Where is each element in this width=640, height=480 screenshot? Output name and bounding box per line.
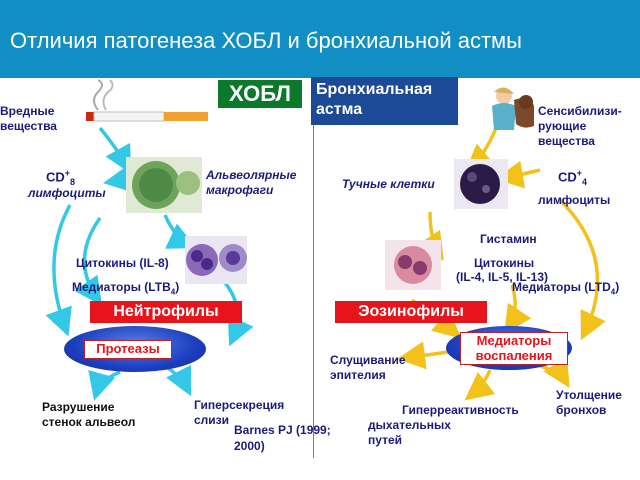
sensitizers-line3: вещества (538, 134, 595, 148)
citation-line2: 2000) (234, 439, 265, 453)
asthma-header-line2: астма (316, 101, 363, 118)
arrow-proteases-to-mucus (166, 364, 192, 397)
eosinophil-photo (385, 240, 441, 290)
arrow-left-to-neutrophils (74, 216, 103, 306)
arrow-cytokines-to-mediators (504, 284, 532, 334)
macrophages-line1: Альвеолярные (206, 168, 297, 182)
mast-cell-photo (454, 159, 508, 209)
asthma-mediators-close: ) (615, 280, 620, 294)
inflammation-line2: воспаления (475, 348, 553, 363)
inflammation-line1: Медиаторы (476, 333, 552, 348)
cd8-sub: 8 (70, 176, 76, 187)
cd8-sup: + (64, 168, 71, 178)
sensitizers-line1: Сенсибилизи- (538, 104, 622, 118)
hyper-line1: Гиперреактивность (402, 403, 519, 417)
cd8-text: CD (46, 169, 65, 185)
asthma-lymphocytes-label: лимфоциты (538, 193, 611, 207)
arrow-cd8-to-proteases (45, 204, 72, 337)
macrophages-label: Альвеолярные макрофаги (206, 168, 296, 198)
cd4-label: CD+4 (558, 166, 587, 190)
arrow-mediators-to-shedding (397, 341, 449, 370)
shedding-line1: Слущивание (330, 353, 406, 367)
copd-cytokines-label: Цитокины (IL-8) (76, 256, 169, 270)
macrophage-photo (126, 157, 202, 213)
shedding-line2: эпителия (330, 368, 386, 382)
slide-title: Отличия патогенеза ХОБЛ и бронхиальной а… (10, 28, 522, 53)
asthma-mediators-text: Медиаторы (LTD (512, 280, 611, 294)
copd-lymphocytes-label: лимфоциты (28, 186, 106, 200)
proteases-label: Протеазы (84, 340, 172, 359)
harmful-line1: Вредные (0, 104, 55, 118)
epithelial-shedding-label: Слущивание эпителия (330, 353, 406, 383)
macrophages-line2: макрофаги (206, 183, 274, 197)
neutrophils-bar: Нейтрофилы (90, 301, 242, 323)
mast-cells-label: Тучные клетки (342, 177, 435, 191)
alveolar-destruction-label: Разрушение стенок альвеол (42, 400, 135, 430)
mucus-line1: Гиперсекреция (194, 398, 285, 412)
cd4-text: CD (558, 169, 577, 185)
cd8-label: CD+8 (46, 166, 75, 190)
arrow-macrophage-to-cd8 (103, 164, 134, 193)
girl-with-dog-icon (492, 87, 534, 130)
asthma-mediators-label: Медиаторы (LTD4) (512, 280, 619, 299)
inflammation-mediators-label: Медиаторы воспаления (460, 332, 568, 365)
arrow-mediators-to-thickening (539, 356, 570, 389)
citation: Barnes PJ (1999; 2000) (234, 422, 331, 454)
hyperreactivity-label: Гиперреактивность дыхательных путей (368, 403, 519, 448)
neutrophil-photo (185, 236, 247, 284)
mucus-line2: слизи (194, 413, 230, 427)
harmful-line2: вещества (0, 119, 57, 133)
arrow-cd4-to-mediators (558, 198, 606, 341)
eosinophils-bar: Эозинофилы (335, 301, 487, 323)
sensitizers-label: Сенсибилизи- рующие вещества (538, 104, 622, 149)
harmful-substances-label: Вредные вещества (0, 104, 57, 134)
arrow-proteases-to-alveoli (88, 369, 121, 401)
title-bar (0, 0, 640, 78)
copd-mediators-text: Медиаторы (LTB (72, 280, 171, 294)
asthma-header-line1: Бронхиальная (316, 81, 433, 98)
copd-mediators-close: ) (175, 280, 180, 294)
hyper-line3: путей (368, 433, 402, 447)
copd-mediators-sub: 4 (170, 287, 176, 297)
cd4-sup: + (576, 168, 583, 178)
thickening-line1: Утолщение (556, 388, 622, 402)
asthma-cytokines-line2: (IL-4, IL-5, IL-13) (456, 270, 549, 284)
histamine-label: Гистамин (480, 232, 537, 246)
center-divider (313, 78, 314, 458)
asthma-header: Бронхиальная астма (311, 77, 458, 125)
cd4-sub: 4 (582, 176, 588, 187)
asthma-mediators-sub: 4 (610, 287, 616, 297)
copd-mediators-label: Медиаторы (LTB4) (72, 280, 179, 299)
alveolar-line1: Разрушение (42, 400, 115, 414)
citation-line1: Barnes PJ (1999; (234, 423, 331, 437)
copd-header: ХОБЛ (218, 80, 302, 108)
cigarette-icon (86, 79, 208, 122)
arrow-mediators-to-hyper (464, 369, 496, 401)
mucus-hypersecretion-label: Гиперсекреция слизи (194, 398, 284, 428)
alveolar-line2: стенок альвеол (42, 415, 136, 429)
arrow-harmful-to-macrophage (98, 126, 132, 175)
hyper-line2: дыхательных (368, 418, 451, 432)
thickening-line2: бронхов (556, 403, 607, 417)
sensitizers-line2: рующие (538, 119, 587, 133)
bronchial-thickening-label: Утолщение бронхов (556, 388, 622, 418)
asthma-cytokines-line1: Цитокины (474, 256, 535, 270)
